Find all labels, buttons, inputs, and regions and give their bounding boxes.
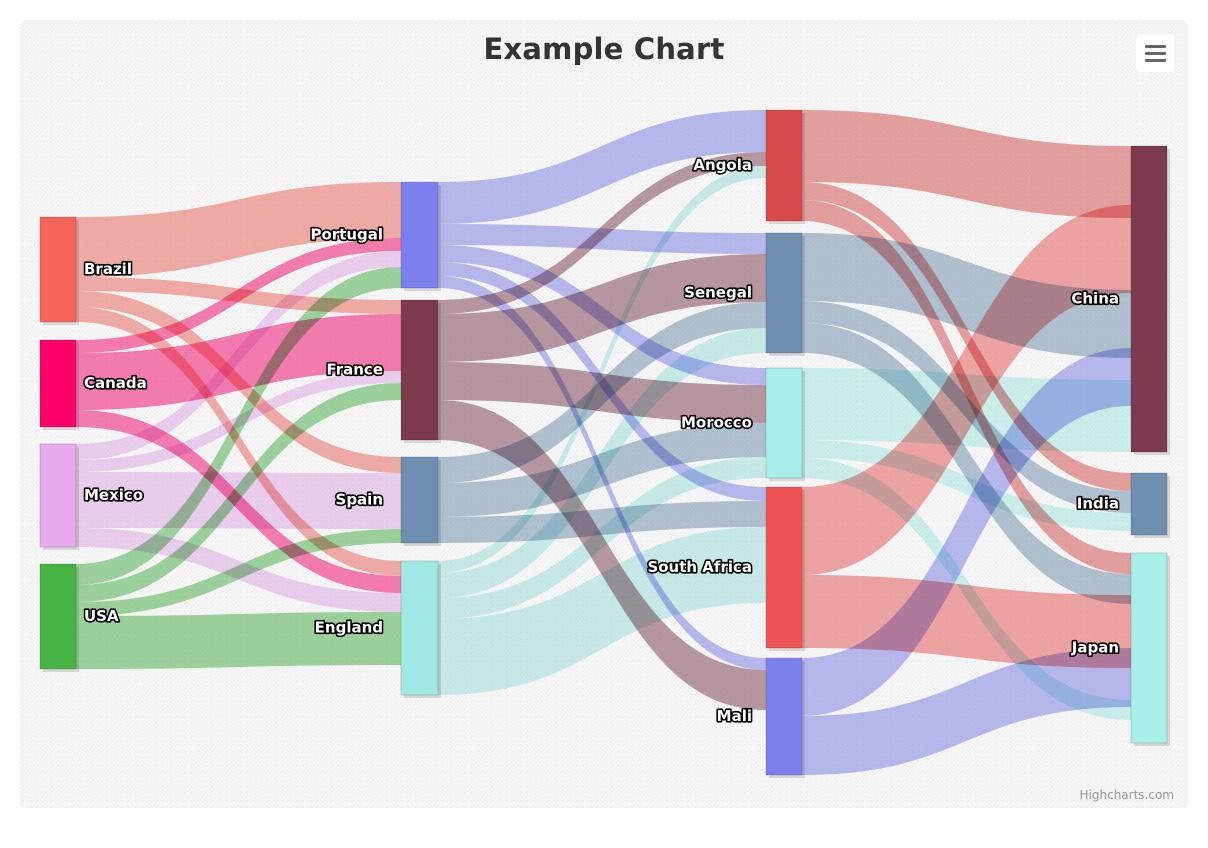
- sankey-link[interactable]: [802, 323, 1131, 604]
- sankey-link[interactable]: [76, 383, 401, 602]
- page-title: Example Chart: [483, 32, 725, 66]
- sankey-link[interactable]: [76, 251, 401, 460]
- node-label: Mexico: [84, 486, 143, 504]
- sankey-link[interactable]: [802, 348, 1131, 716]
- sankey-link[interactable]: [76, 307, 401, 576]
- node-rect[interactable]: [765, 657, 803, 776]
- node-label: Japan: [1071, 639, 1119, 657]
- node-rect[interactable]: [400, 181, 439, 289]
- node-rect[interactable]: [400, 560, 439, 696]
- node-rect[interactable]: [765, 486, 803, 649]
- node-label: England: [315, 619, 383, 637]
- node-rect[interactable]: [765, 232, 803, 354]
- sankey-node-angola[interactable]: Angola: [692, 109, 805, 224]
- sankey-link[interactable]: [76, 182, 401, 277]
- node-rect[interactable]: [39, 443, 77, 548]
- sankey-link[interactable]: [438, 457, 766, 619]
- sankey-link[interactable]: [438, 501, 766, 543]
- sankey-link[interactable]: [438, 110, 766, 224]
- node-label: Angola: [693, 156, 752, 174]
- node-label: Portugal: [310, 226, 383, 244]
- sankey-link[interactable]: [802, 205, 1131, 575]
- node-rect[interactable]: [39, 563, 77, 670]
- sankey-link[interactable]: [438, 527, 766, 695]
- sankey-node-south-africa[interactable]: South Africa: [646, 486, 805, 651]
- node-label: Mali: [717, 707, 752, 725]
- sankey-link[interactable]: [438, 302, 766, 483]
- sankey-node-japan[interactable]: Japan: [1069, 552, 1170, 746]
- sankey-link[interactable]: [76, 612, 401, 669]
- node-label: Morocco: [681, 414, 752, 432]
- node-label: Spain: [336, 491, 383, 509]
- node-label: Brazil: [84, 260, 132, 278]
- sankey-link[interactable]: [438, 152, 766, 314]
- node-label: India: [1077, 495, 1119, 513]
- node-rect[interactable]: [39, 339, 77, 428]
- menu-bar-1: [1144, 44, 1166, 48]
- node-rect[interactable]: [1130, 472, 1168, 536]
- sankey-node-england[interactable]: England: [313, 560, 441, 698]
- sankey-node-china[interactable]: China: [1070, 145, 1170, 455]
- node-rect[interactable]: [765, 367, 803, 479]
- sankey-node-canada[interactable]: Canada: [39, 339, 148, 430]
- sankey-link[interactable]: [802, 233, 1131, 358]
- sankey-link[interactable]: [802, 110, 1131, 218]
- node-rect[interactable]: [39, 216, 77, 323]
- sankey-links: [76, 110, 1131, 775]
- sankey-node-portugal[interactable]: Portugal: [309, 181, 441, 291]
- sankey-link[interactable]: [76, 529, 401, 616]
- node-label: China: [1071, 290, 1119, 308]
- node-rect[interactable]: [765, 109, 803, 222]
- node-rect[interactable]: [400, 299, 439, 441]
- sankey-link[interactable]: [438, 400, 766, 710]
- sankey-link[interactable]: [76, 238, 401, 353]
- sankey-node-usa[interactable]: USA: [39, 563, 121, 672]
- sankey-link[interactable]: [802, 648, 1131, 775]
- hamburger-menu-icon[interactable]: [1136, 34, 1174, 72]
- node-rect[interactable]: [1130, 145, 1168, 453]
- sankey-link[interactable]: [76, 267, 401, 585]
- sankey-link[interactable]: [802, 182, 1131, 491]
- node-label: South Africa: [647, 558, 752, 576]
- highcharts-credit[interactable]: Highcharts.com: [1079, 788, 1174, 802]
- node-rect[interactable]: [1130, 552, 1168, 744]
- sankey-link[interactable]: [438, 166, 766, 573]
- menu-bar-2: [1144, 51, 1166, 55]
- menu-bar-3: [1144, 58, 1166, 62]
- node-label: Canada: [84, 374, 147, 392]
- node-rect[interactable]: [400, 456, 439, 544]
- sankey-node-mexico[interactable]: Mexico: [39, 443, 145, 550]
- sankey-node-india[interactable]: India: [1075, 472, 1170, 538]
- sankey-node-senegal[interactable]: Senegal: [683, 232, 805, 356]
- node-label: France: [326, 361, 383, 379]
- sankey-link[interactable]: [438, 328, 766, 598]
- sankey-node-spain[interactable]: Spain: [334, 456, 441, 546]
- sankey-node-mali[interactable]: Mali: [715, 657, 805, 778]
- sankey-node-france[interactable]: France: [325, 299, 441, 443]
- sankey-node-morocco[interactable]: Morocco: [679, 367, 805, 481]
- sankey-node-brazil[interactable]: Brazil: [39, 216, 134, 325]
- node-label: USA: [84, 607, 119, 625]
- sankey-link[interactable]: [438, 254, 766, 362]
- node-label: Senegal: [684, 284, 752, 302]
